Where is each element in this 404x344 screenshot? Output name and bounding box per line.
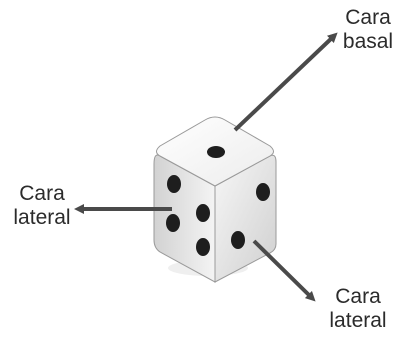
pip <box>167 175 181 193</box>
label-cara-basal: Cara basal <box>332 6 404 54</box>
label-line: Cara <box>332 6 404 30</box>
label-line: Cara <box>2 182 82 206</box>
arrow-lateral-bottom <box>254 241 312 298</box>
arrow-basal <box>235 36 334 130</box>
pip <box>196 238 210 256</box>
label-line: lateral <box>318 309 398 333</box>
pip <box>231 231 245 249</box>
pip <box>207 146 225 158</box>
label-cara-lateral-left: Cara lateral <box>2 182 82 230</box>
label-line: basal <box>332 30 404 54</box>
label-cara-lateral-bottom: Cara lateral <box>318 285 398 333</box>
pip <box>256 183 270 201</box>
pip <box>166 214 180 232</box>
die <box>154 117 276 282</box>
label-line: lateral <box>2 206 82 230</box>
label-line: Cara <box>318 285 398 309</box>
pip <box>196 204 210 222</box>
